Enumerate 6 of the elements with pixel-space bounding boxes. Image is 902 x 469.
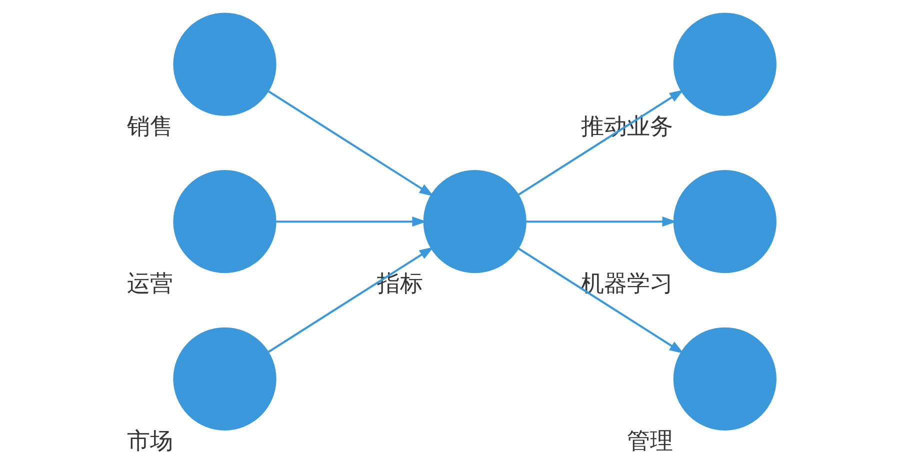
- node-label: 市场: [127, 427, 174, 454]
- node-label: 管理: [627, 427, 674, 454]
- node-label: 销售: [127, 112, 174, 140]
- node-label: 运营: [127, 270, 174, 298]
- node-label: 指标: [377, 270, 424, 298]
- node-label: 机器学习: [580, 270, 673, 298]
